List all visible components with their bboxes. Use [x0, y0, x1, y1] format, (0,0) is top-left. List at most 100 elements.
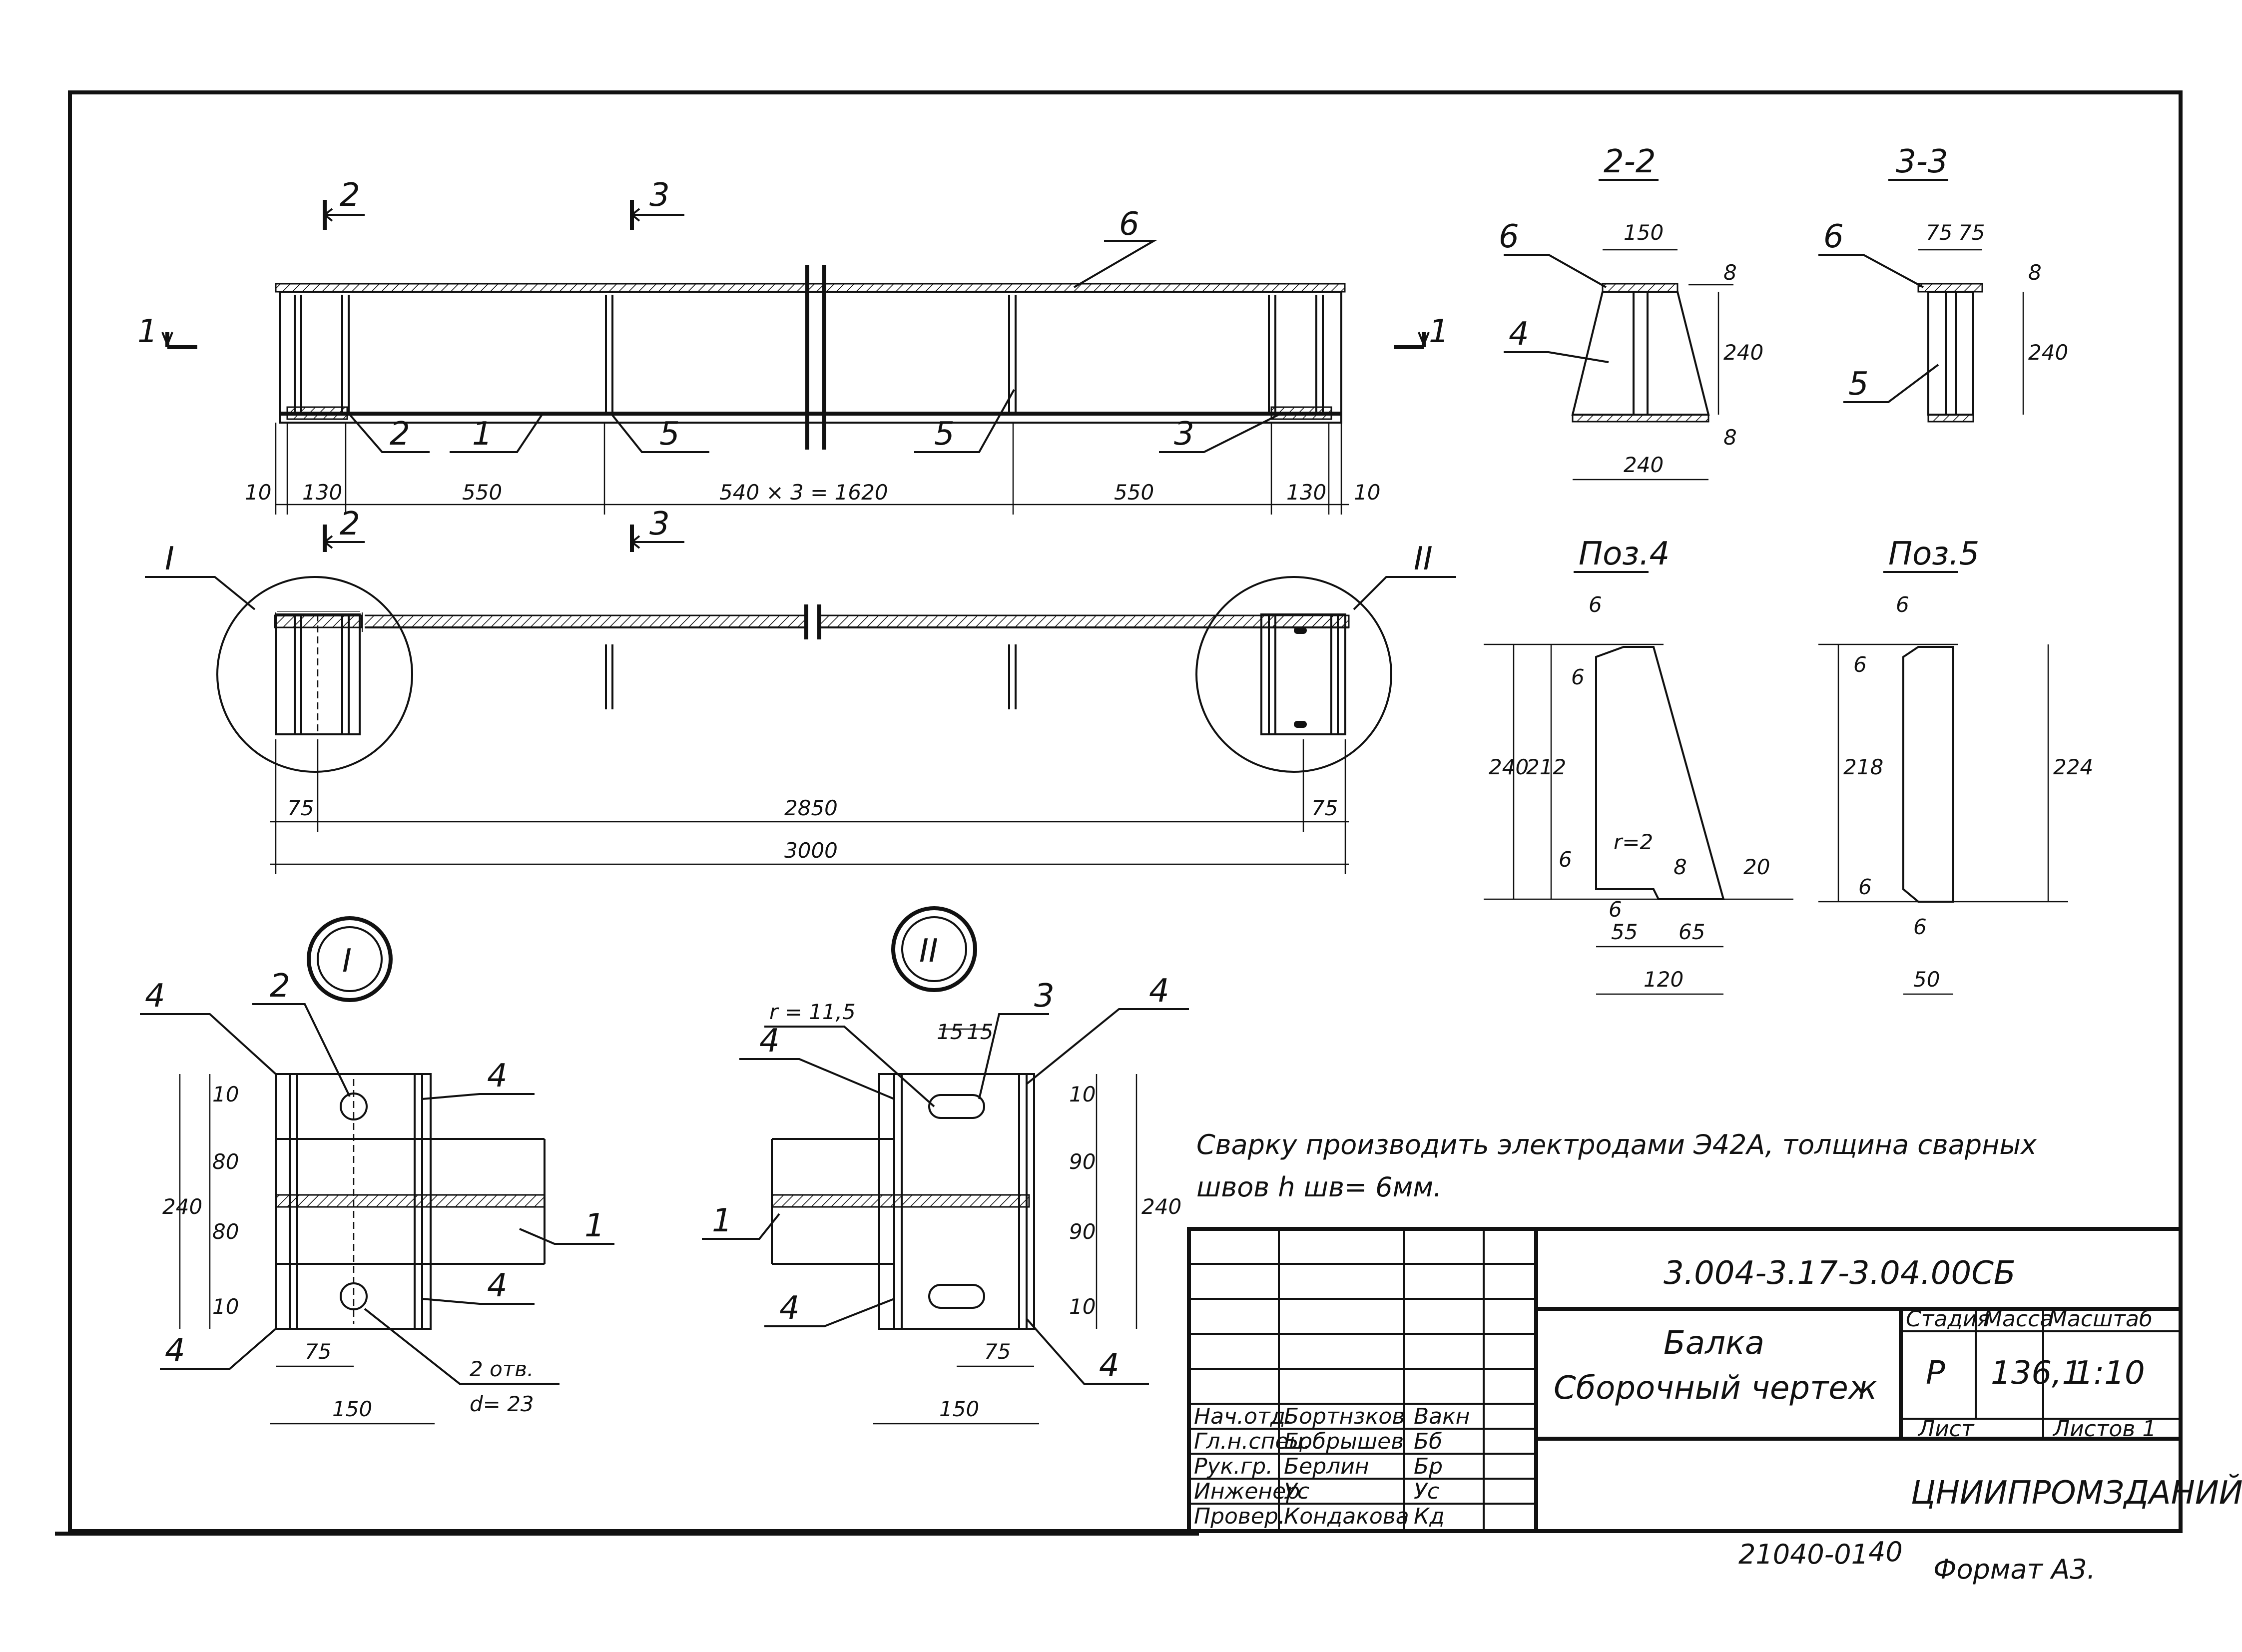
- tb-sheets-label: Листов 1: [2052, 1416, 2156, 1442]
- plan-cut-mark-3: 3: [630, 506, 684, 552]
- plan-dim-75b: 75: [1311, 796, 1338, 820]
- tb-role-3: Инженер: [1194, 1479, 1300, 1504]
- poz4-d20: 20: [1743, 855, 1770, 879]
- detail-I-dia: d= 23: [470, 1392, 534, 1416]
- detail-I-d80b: 80: [212, 1219, 239, 1244]
- detail-I-holes: 2 отв.: [470, 1357, 534, 1381]
- part-6-label: 6: [1119, 206, 1139, 243]
- plan-dim-2850: 2850: [784, 796, 838, 820]
- tb-sign-3: Ус: [1414, 1479, 1439, 1504]
- poz4-h212: 212: [1526, 755, 1566, 779]
- poz5-h218: 218: [1843, 755, 1883, 779]
- detail-I-d10a: 10: [212, 1082, 239, 1106]
- detail-I: I 4 2 4 1 4 4 10 80 80 10 240 75 150 2: [140, 916, 614, 1425]
- note-line-1: Сварку производить электродами Э42А, тол…: [1196, 1129, 2037, 1160]
- section-2-2-title: 2-2: [1604, 143, 1656, 180]
- poz5-d6b: 6: [1858, 875, 1872, 899]
- detail-II-d90b: 90: [1069, 1219, 1096, 1244]
- detail-I-d75: 75: [305, 1339, 331, 1364]
- section-3-3-title: 3-3: [1896, 143, 1948, 180]
- poz4-d6c: 6: [1609, 897, 1622, 922]
- poz5-h224: 224: [2053, 755, 2093, 779]
- poz4-h240: 240: [1489, 755, 1529, 779]
- part-5b-label: 5: [934, 416, 955, 453]
- sec33-h: 240: [2028, 340, 2068, 365]
- detail-II-d15a: 15: [937, 1020, 963, 1044]
- poz4-d65: 65: [1679, 920, 1705, 944]
- section-2-2: 2-2 6 4 150 8 240 8 240: [1499, 143, 1763, 481]
- detail-II-mark: II: [919, 933, 938, 970]
- tb-org: ЦНИИПРОМЗДАНИЙ: [1911, 1474, 2242, 1512]
- tb-sheet-label: Лист: [1917, 1416, 1975, 1442]
- detail-I-part4-c: 4: [487, 1267, 508, 1304]
- tb-role-4: Провер.: [1194, 1504, 1285, 1529]
- part-2-label: 2: [390, 416, 410, 453]
- title-block: Нач.отд. Бортнзков Вакн Гл.н.спец. Бобры…: [1187, 1227, 2242, 1533]
- tb-col-mass: Масса: [1983, 1306, 2053, 1332]
- callout-circle-2: [1195, 576, 1392, 773]
- sec33-t: 8: [2028, 260, 2042, 285]
- cut-mark-3: 3: [630, 177, 684, 230]
- callout-2-label: II: [1414, 541, 1433, 577]
- tb-col-scale: Масштаб: [2048, 1306, 2153, 1332]
- section-3-3-part5: 5: [1848, 366, 1869, 403]
- cut-mark-1-left-label: 1: [137, 313, 158, 350]
- sec22-t-bot: 8: [1723, 425, 1737, 450]
- poz5-d6side: 6: [1853, 652, 1867, 677]
- detail-II-d75: 75: [984, 1339, 1011, 1364]
- poz4-d8: 8: [1674, 855, 1687, 879]
- footer-num: 21040-01: [1738, 1539, 1868, 1570]
- tb-stage: Р: [1926, 1355, 1945, 1392]
- tb-col-stage: Стадия: [1906, 1306, 1990, 1332]
- tb-name-3: Ус: [1284, 1479, 1309, 1504]
- detail-II-part4-b: 4: [1149, 973, 1169, 1010]
- detail-II-d15b: 15: [967, 1020, 993, 1044]
- note-line-2: швов h шв= 6мм.: [1196, 1171, 1442, 1203]
- section-3-3-part6: 6: [1823, 218, 1844, 255]
- tb-name-1: Балка: [1664, 1325, 1764, 1362]
- detail-II-h240: 240: [1141, 1194, 1181, 1219]
- tb-name-2: Сборочный чертеж: [1554, 1370, 1877, 1407]
- sec22-w-top: 150: [1624, 220, 1664, 245]
- detail-II-d90a: 90: [1069, 1149, 1096, 1174]
- detail-I-d80a: 80: [212, 1149, 239, 1174]
- plan-cut-mark-2: 2: [323, 506, 365, 552]
- beam-plan: 2 3: [274, 506, 1350, 639]
- poz4-d120: 120: [1644, 967, 1683, 992]
- tb-sign-4: Кд: [1414, 1504, 1445, 1529]
- poz4-r: r=2: [1614, 830, 1653, 854]
- detail-II-part4-a: 4: [759, 1023, 780, 1060]
- detail-II-d150: 150: [939, 1397, 979, 1421]
- cut-mark-2-label: 2: [340, 177, 360, 214]
- footer-page: 40: [1868, 1536, 1903, 1568]
- detail-II-r: r = 11,5: [769, 1000, 856, 1024]
- elev-dim-1: 130: [302, 480, 342, 505]
- detail-II-d10a: 10: [1069, 1082, 1096, 1106]
- part-poz5: Поз.5 6 6 218 224 6 6 50: [1818, 536, 2093, 995]
- tb-name-1: Бобрышев: [1284, 1429, 1404, 1454]
- tb-role-0: Нач.отд.: [1194, 1404, 1292, 1429]
- part-5a-label: 5: [659, 416, 680, 453]
- detail-II-d10b: 10: [1069, 1294, 1096, 1319]
- detail-II-part3: 3: [1034, 978, 1055, 1015]
- detail-I-part4-d: 4: [165, 1332, 185, 1369]
- tb-scale: 1:10: [2073, 1355, 2145, 1392]
- tb-mass: 136,1: [1991, 1355, 2082, 1392]
- poz4-d6side: 6: [1571, 665, 1585, 689]
- footer-format: Формат А3.: [1933, 1554, 2096, 1585]
- elev-dim-3: 540 × 3 = 1620: [719, 480, 888, 505]
- poz4-d6top: 6: [1589, 592, 1602, 617]
- sec22-w-bot: 240: [1624, 453, 1664, 477]
- sec33-a: 75: [1926, 220, 1952, 245]
- cut-mark-2: 2: [323, 177, 365, 230]
- detail-I-mark: I: [342, 943, 352, 980]
- plan-dim-75a: 75: [287, 796, 314, 820]
- elev-dim-4: 550: [1114, 480, 1154, 505]
- cut-mark-1-right-label: 1: [1429, 313, 1449, 350]
- beam-elevation: 2 3 1 1 6 2 1 5 5 3: [137, 177, 1449, 515]
- sheet-frame: [68, 90, 2183, 1533]
- elev-dim-0: 10: [245, 480, 271, 505]
- elev-dim-6: 10: [1354, 480, 1380, 505]
- cut-mark-3-label: 3: [649, 177, 670, 214]
